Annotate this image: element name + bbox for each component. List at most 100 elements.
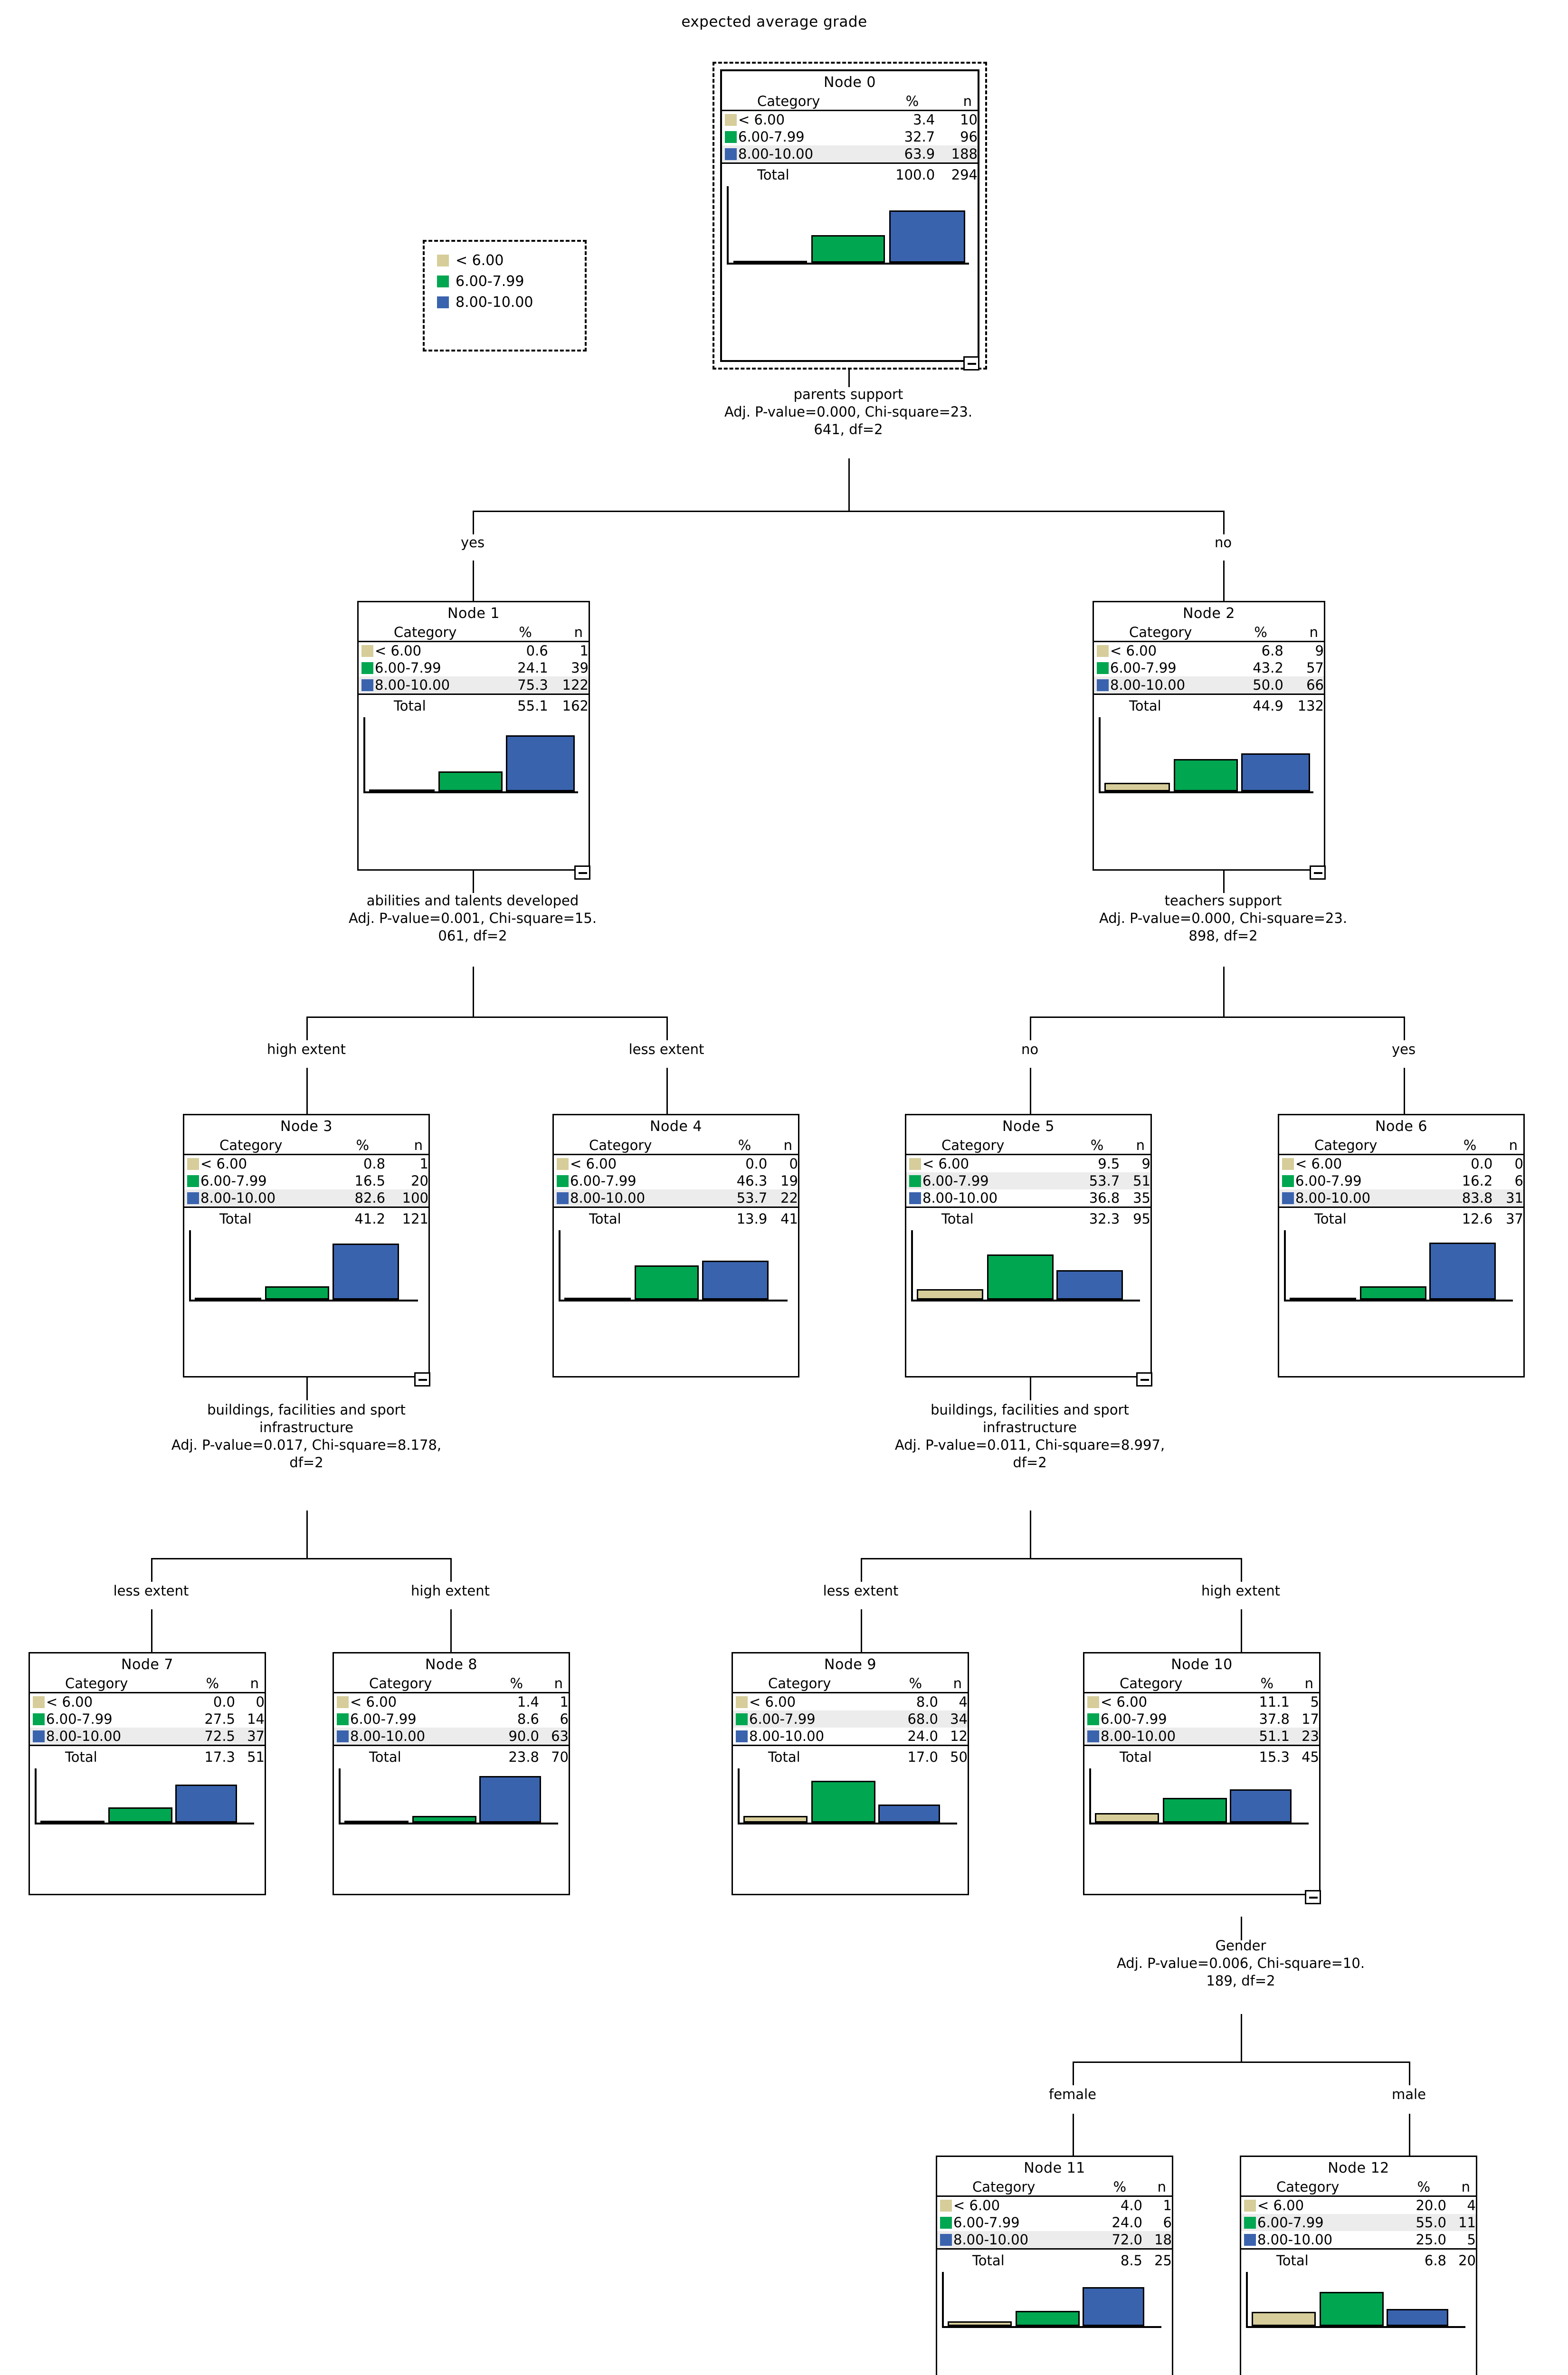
- node-2[interactable]: Node 2 Category % n < 6.00 6.8 9 6.00-7.…: [1093, 601, 1326, 880]
- node-10[interactable]: Node 10 Category % n < 6.00 11.1 5 6.00-…: [1083, 1652, 1321, 1904]
- node-title: Node 5: [1002, 1118, 1055, 1135]
- row-category: < 6.00: [1101, 1694, 1148, 1710]
- row-pct: 55.0: [1395, 2214, 1447, 2231]
- row-category: 6.00-7.99: [1257, 2214, 1395, 2231]
- collapse-button-node-10[interactable]: [1305, 1890, 1321, 1904]
- swatch-cat3: [736, 1730, 748, 1742]
- swatch-cat2: [1244, 2217, 1256, 2229]
- node-3[interactable]: Node 3 Category % n < 6.00 0.8 1 6.00-7.…: [183, 1114, 430, 1387]
- row-category: < 6.00: [738, 112, 785, 128]
- row-n: 1: [419, 1156, 428, 1172]
- connector: [306, 1068, 308, 1114]
- collapse-button-node-0[interactable]: [963, 356, 979, 370]
- row-pct: 20.0: [1416, 2197, 1447, 2214]
- connector: [1409, 2062, 1410, 2085]
- row-category: 8.00-10.00: [1295, 1189, 1439, 1208]
- table-total-row: Total 100.0 294: [722, 163, 978, 184]
- collapse-button-node-1[interactable]: [574, 865, 590, 880]
- swatch-cat3: [1087, 1730, 1099, 1742]
- connector: [1073, 2114, 1074, 2156]
- header-n: n: [938, 1675, 968, 1693]
- node-bar-chart: [1246, 2272, 1472, 2328]
- bar-cat2: [1320, 2292, 1384, 2326]
- row-category: 8.00-10.00: [738, 145, 871, 164]
- collapse-button-node-5[interactable]: [1136, 1372, 1152, 1387]
- header-category: Category: [1295, 1137, 1439, 1155]
- total-label: Total: [1314, 1211, 1347, 1227]
- swatch-cat3: [909, 1192, 921, 1204]
- swatch-cat1: [33, 1696, 45, 1708]
- node-8[interactable]: Node 8 Category % n < 6.00 1.4 1 6.00-7.…: [333, 1652, 570, 1895]
- total-n: 70: [551, 1749, 569, 1765]
- header-category: Category: [953, 2178, 1091, 2197]
- total-n: 162: [562, 698, 589, 714]
- node-stats-table: Category % n < 6.00 11.1 5 6.00-7.99 37.…: [1084, 1675, 1319, 1766]
- header-pct: %: [871, 93, 935, 111]
- swatch-cat2: [940, 2217, 952, 2229]
- node-12[interactable]: Node 12 Category % n < 6.00 20.0 4 6.00-…: [1240, 2156, 1477, 2375]
- table-header-row: Category % n: [554, 1137, 798, 1155]
- node-11[interactable]: Node 11 Category % n < 6.00 4.0 1 6.00-7…: [936, 2156, 1173, 2375]
- swatch-cat3: [1097, 679, 1109, 691]
- row-pct: 72.0: [1091, 2231, 1143, 2250]
- bar-cat2: [987, 1254, 1054, 1300]
- row-n: 0: [1514, 1156, 1523, 1172]
- row-pct: 82.6: [335, 1189, 386, 1208]
- node-stats-table: Category % n < 6.00 4.0 1 6.00-7.99 24.0…: [937, 2178, 1172, 2269]
- row-category: 8.00-10.00: [350, 1728, 488, 1746]
- total-n: 45: [1302, 1749, 1319, 1765]
- header-category: Category: [922, 1137, 1066, 1155]
- row-n: 66: [1283, 676, 1324, 695]
- row-category: < 6.00: [953, 2197, 1000, 2214]
- row-pct: 50.0: [1236, 676, 1283, 695]
- row-category: < 6.00: [570, 1156, 617, 1172]
- row-pct: 72.5: [183, 1728, 236, 1746]
- bar-cat2: [1016, 2311, 1080, 2326]
- row-pct: 32.7: [904, 129, 935, 145]
- split-variable-cont: infrastructure: [259, 1419, 353, 1435]
- row-n: 23: [1290, 1728, 1319, 1746]
- connector: [1241, 1609, 1242, 1652]
- collapse-button-node-2[interactable]: [1310, 865, 1326, 880]
- split-stats-line2: df=2: [1013, 1454, 1047, 1471]
- split-stats-line2: 641, df=2: [814, 421, 883, 437]
- row-pct: 0.6: [526, 643, 548, 659]
- node-7[interactable]: Node 7 Category % n < 6.00 0.0 0 6.00-7.…: [29, 1652, 266, 1895]
- node-5[interactable]: Node 5 Category % n < 6.00 9.5 9 6.00-7.…: [905, 1114, 1152, 1387]
- node-title: Node 8: [425, 1656, 477, 1673]
- table-total-row: Total 44.9 132: [1094, 694, 1324, 715]
- row-n: 188: [935, 145, 978, 164]
- total-pct: 13.9: [736, 1211, 768, 1227]
- header-category: Category: [350, 1675, 488, 1693]
- node-9[interactable]: Node 9 Category % n < 6.00 8.0 4 6.00-7.…: [732, 1652, 969, 1895]
- node-4[interactable]: Node 4 Category % n < 6.00 0.0 0 6.00-7.…: [552, 1114, 799, 1378]
- node-bar-chart: [738, 1768, 964, 1824]
- table-row: 8.00-10.00 50.0 66: [1094, 676, 1324, 695]
- header-n: n: [385, 1137, 428, 1155]
- node-6[interactable]: Node 6 Category % n < 6.00 0.0 0 6.00-7.…: [1278, 1114, 1525, 1378]
- node-title: Node 10: [1171, 1656, 1233, 1673]
- total-label: Total: [757, 167, 789, 183]
- swatch-cat1: [736, 1696, 748, 1708]
- node-1[interactable]: Node 1 Category % n < 6.00 0.6 1 6.00-7.…: [357, 601, 590, 880]
- row-category: < 6.00: [1257, 2197, 1304, 2214]
- row-pct: 6.8: [1261, 643, 1283, 659]
- total-n: 20: [1458, 2252, 1476, 2269]
- page-title: expected average grade: [681, 13, 867, 30]
- table-row: 8.00-10.00 36.8 35: [906, 1189, 1150, 1208]
- node-0[interactable]: Node 0 Category % n < 6.00 3.4 10 6.00-7…: [720, 69, 979, 370]
- table-header-row: Category % n: [1084, 1675, 1319, 1693]
- row-category: 6.00-7.99: [1295, 1173, 1362, 1189]
- total-pct: 100.0: [895, 167, 935, 183]
- table-header-row: Category % n: [937, 2178, 1172, 2197]
- table-header-row: Category % n: [722, 93, 978, 111]
- connector: [450, 1609, 452, 1652]
- header-pct: %: [1395, 2178, 1447, 2197]
- connector: [306, 1510, 308, 1558]
- row-category: < 6.00: [1295, 1156, 1342, 1172]
- edge-label-no-2: no: [1021, 1041, 1039, 1057]
- collapse-button-node-3[interactable]: [414, 1372, 430, 1387]
- edge-label-high-extent: high extent: [267, 1041, 346, 1057]
- row-category: 6.00-7.99: [200, 1173, 267, 1189]
- split-label-gender: Gender Adj. P-value=0.006, Chi-square=10…: [1051, 1937, 1431, 1990]
